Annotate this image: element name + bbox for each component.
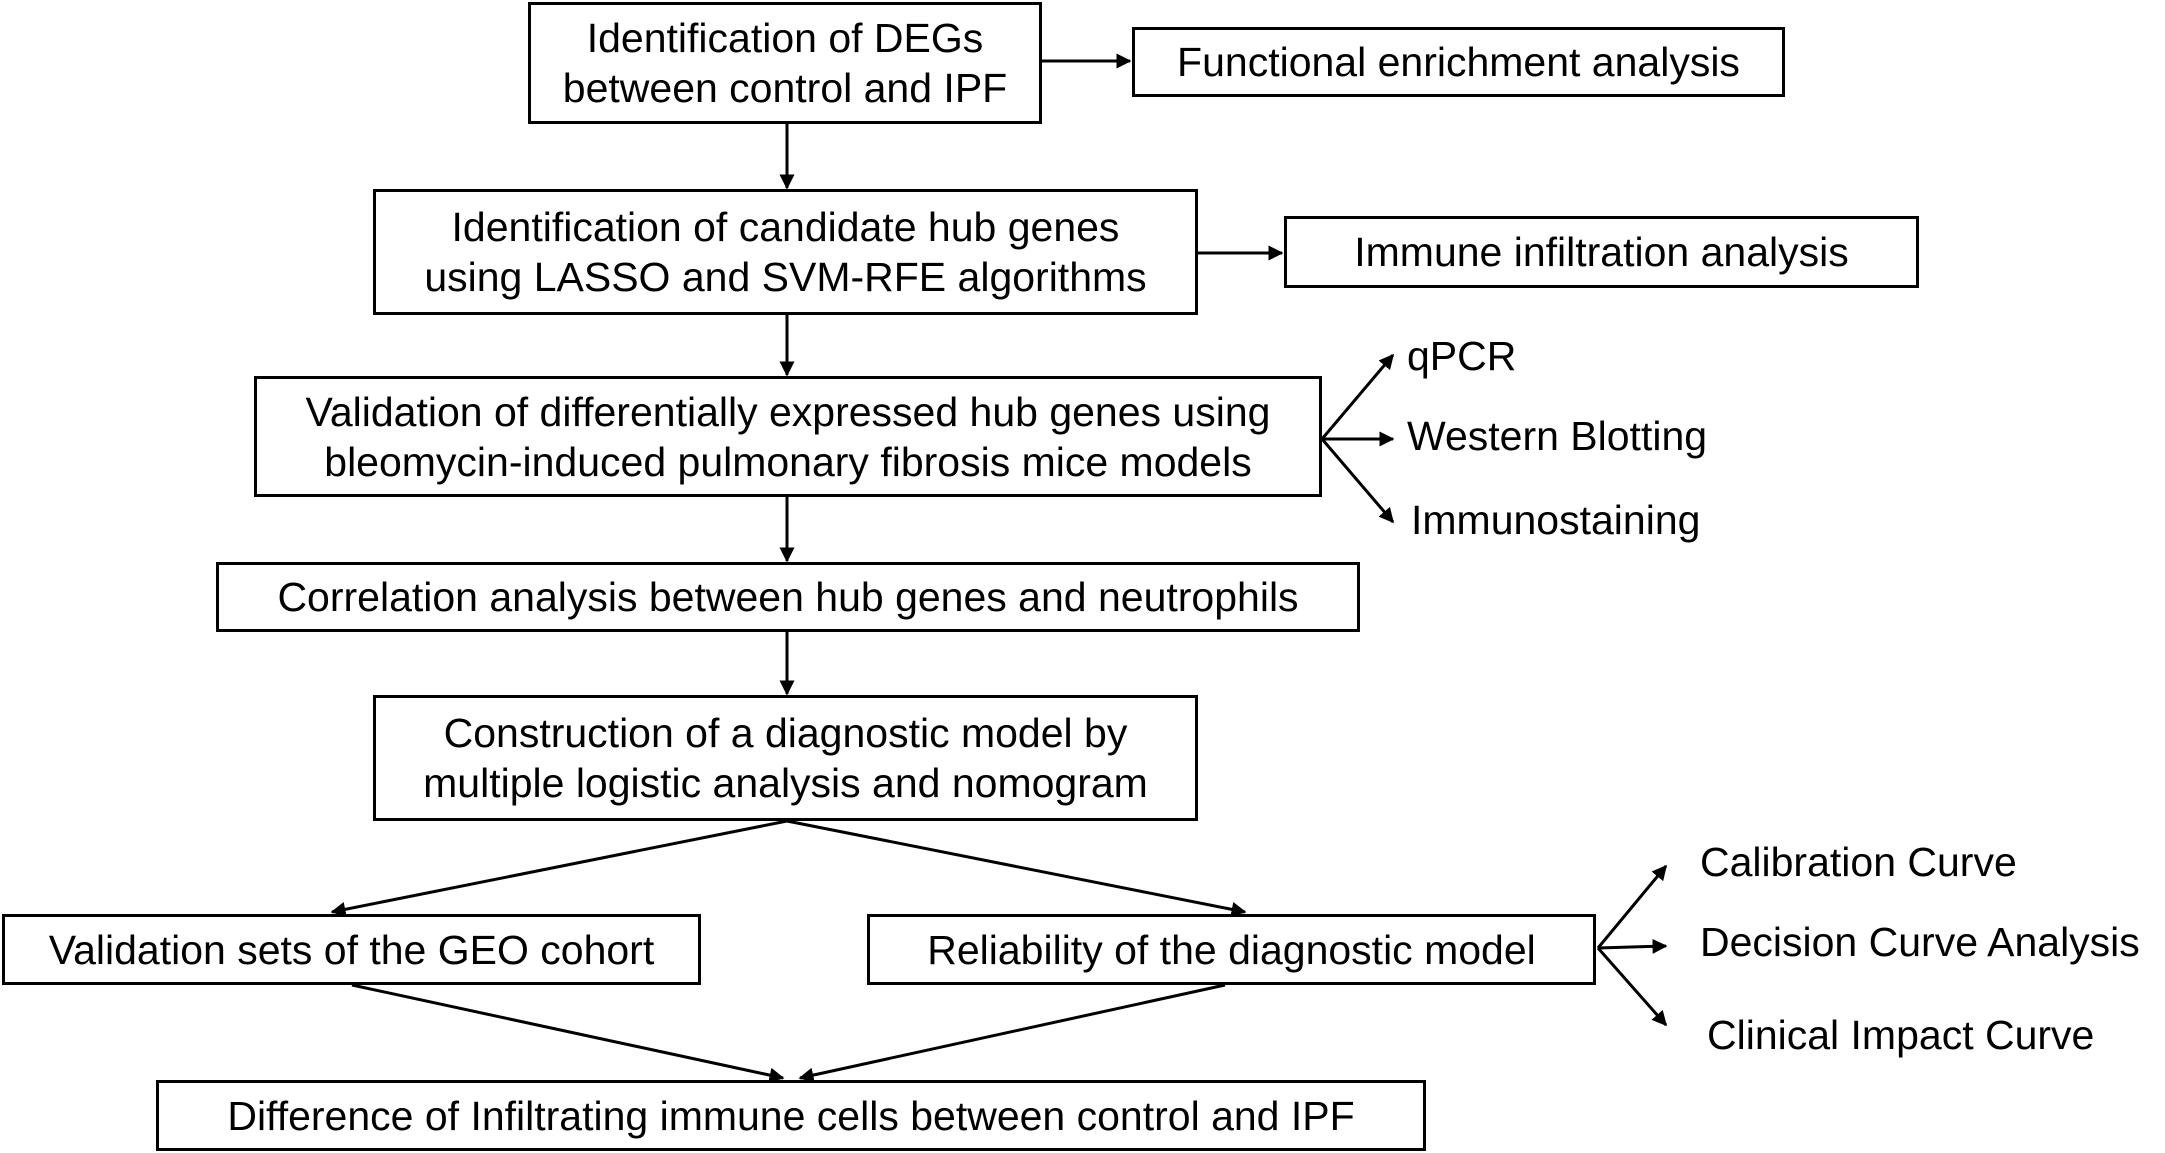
method-clinical-impact-curve: Clinical Impact Curve [1707, 1012, 2095, 1058]
validation-mice-box: Validation of differentially expressed h… [254, 376, 1322, 497]
reliability-box: Reliability of the diagnostic model [867, 914, 1596, 985]
candidate-hub-genes-label: Identification of candidate hub genes us… [424, 204, 1147, 300]
immune-infiltration-box: Immune infiltration analysis [1284, 216, 1919, 288]
candidate-hub-genes-box: Identification of candidate hub genes us… [373, 189, 1198, 315]
correlation-box: Correlation analysis between hub genes a… [216, 562, 1360, 632]
arrow-geo-to-difference [351, 983, 785, 1083]
functional-enrichment-label: Functional enrichment analysis [1177, 39, 1740, 85]
arrow-model-to-geo [330, 819, 788, 917]
diagnostic-model-box: Construction of a diagnostic model by mu… [373, 695, 1198, 821]
validation-geo-box: Validation sets of the GEO cohort [2, 914, 701, 985]
difference-immune-box: Difference of Infiltrating immune cells … [156, 1080, 1426, 1151]
method-decision-curve-analysis: Decision Curve Analysis [1700, 919, 2140, 965]
correlation-label: Correlation analysis between hub genes a… [277, 574, 1299, 620]
method-immunostaining: Immunostaining [1411, 497, 1701, 543]
arrow-to-clinical [1596, 947, 1668, 1027]
arrow-to-calibration [1596, 864, 1668, 949]
reliability-label: Reliability of the diagnostic model [927, 926, 1536, 973]
validation-geo-label: Validation sets of the GEO cohort [48, 926, 655, 973]
identify-degs-box: Identification of DEGs between control a… [528, 2, 1042, 124]
method-western-blotting: Western Blotting [1407, 413, 1708, 459]
diagnostic-model-label: Construction of a diagnostic model by mu… [423, 710, 1148, 806]
arrow-reliability-to-difference [798, 983, 1226, 1083]
validation-mice-label: Validation of differentially expressed h… [305, 388, 1271, 485]
arrow-to-decision [1597, 938, 1668, 954]
functional-enrichment-box: Functional enrichment analysis [1132, 27, 1785, 97]
difference-immune-label: Difference of Infiltrating immune cells … [227, 1092, 1355, 1139]
arrow-to-immunostaining [1320, 438, 1395, 524]
identify-degs-label: Identification of DEGs between control a… [562, 15, 1008, 111]
arrow-model-to-reliability [786, 819, 1247, 917]
method-qpcr: qPCR [1407, 333, 1517, 379]
arrow-to-qpcr [1320, 353, 1395, 440]
method-calibration-curve: Calibration Curve [1700, 839, 2017, 885]
immune-infiltration-label: Immune infiltration analysis [1354, 229, 1849, 275]
